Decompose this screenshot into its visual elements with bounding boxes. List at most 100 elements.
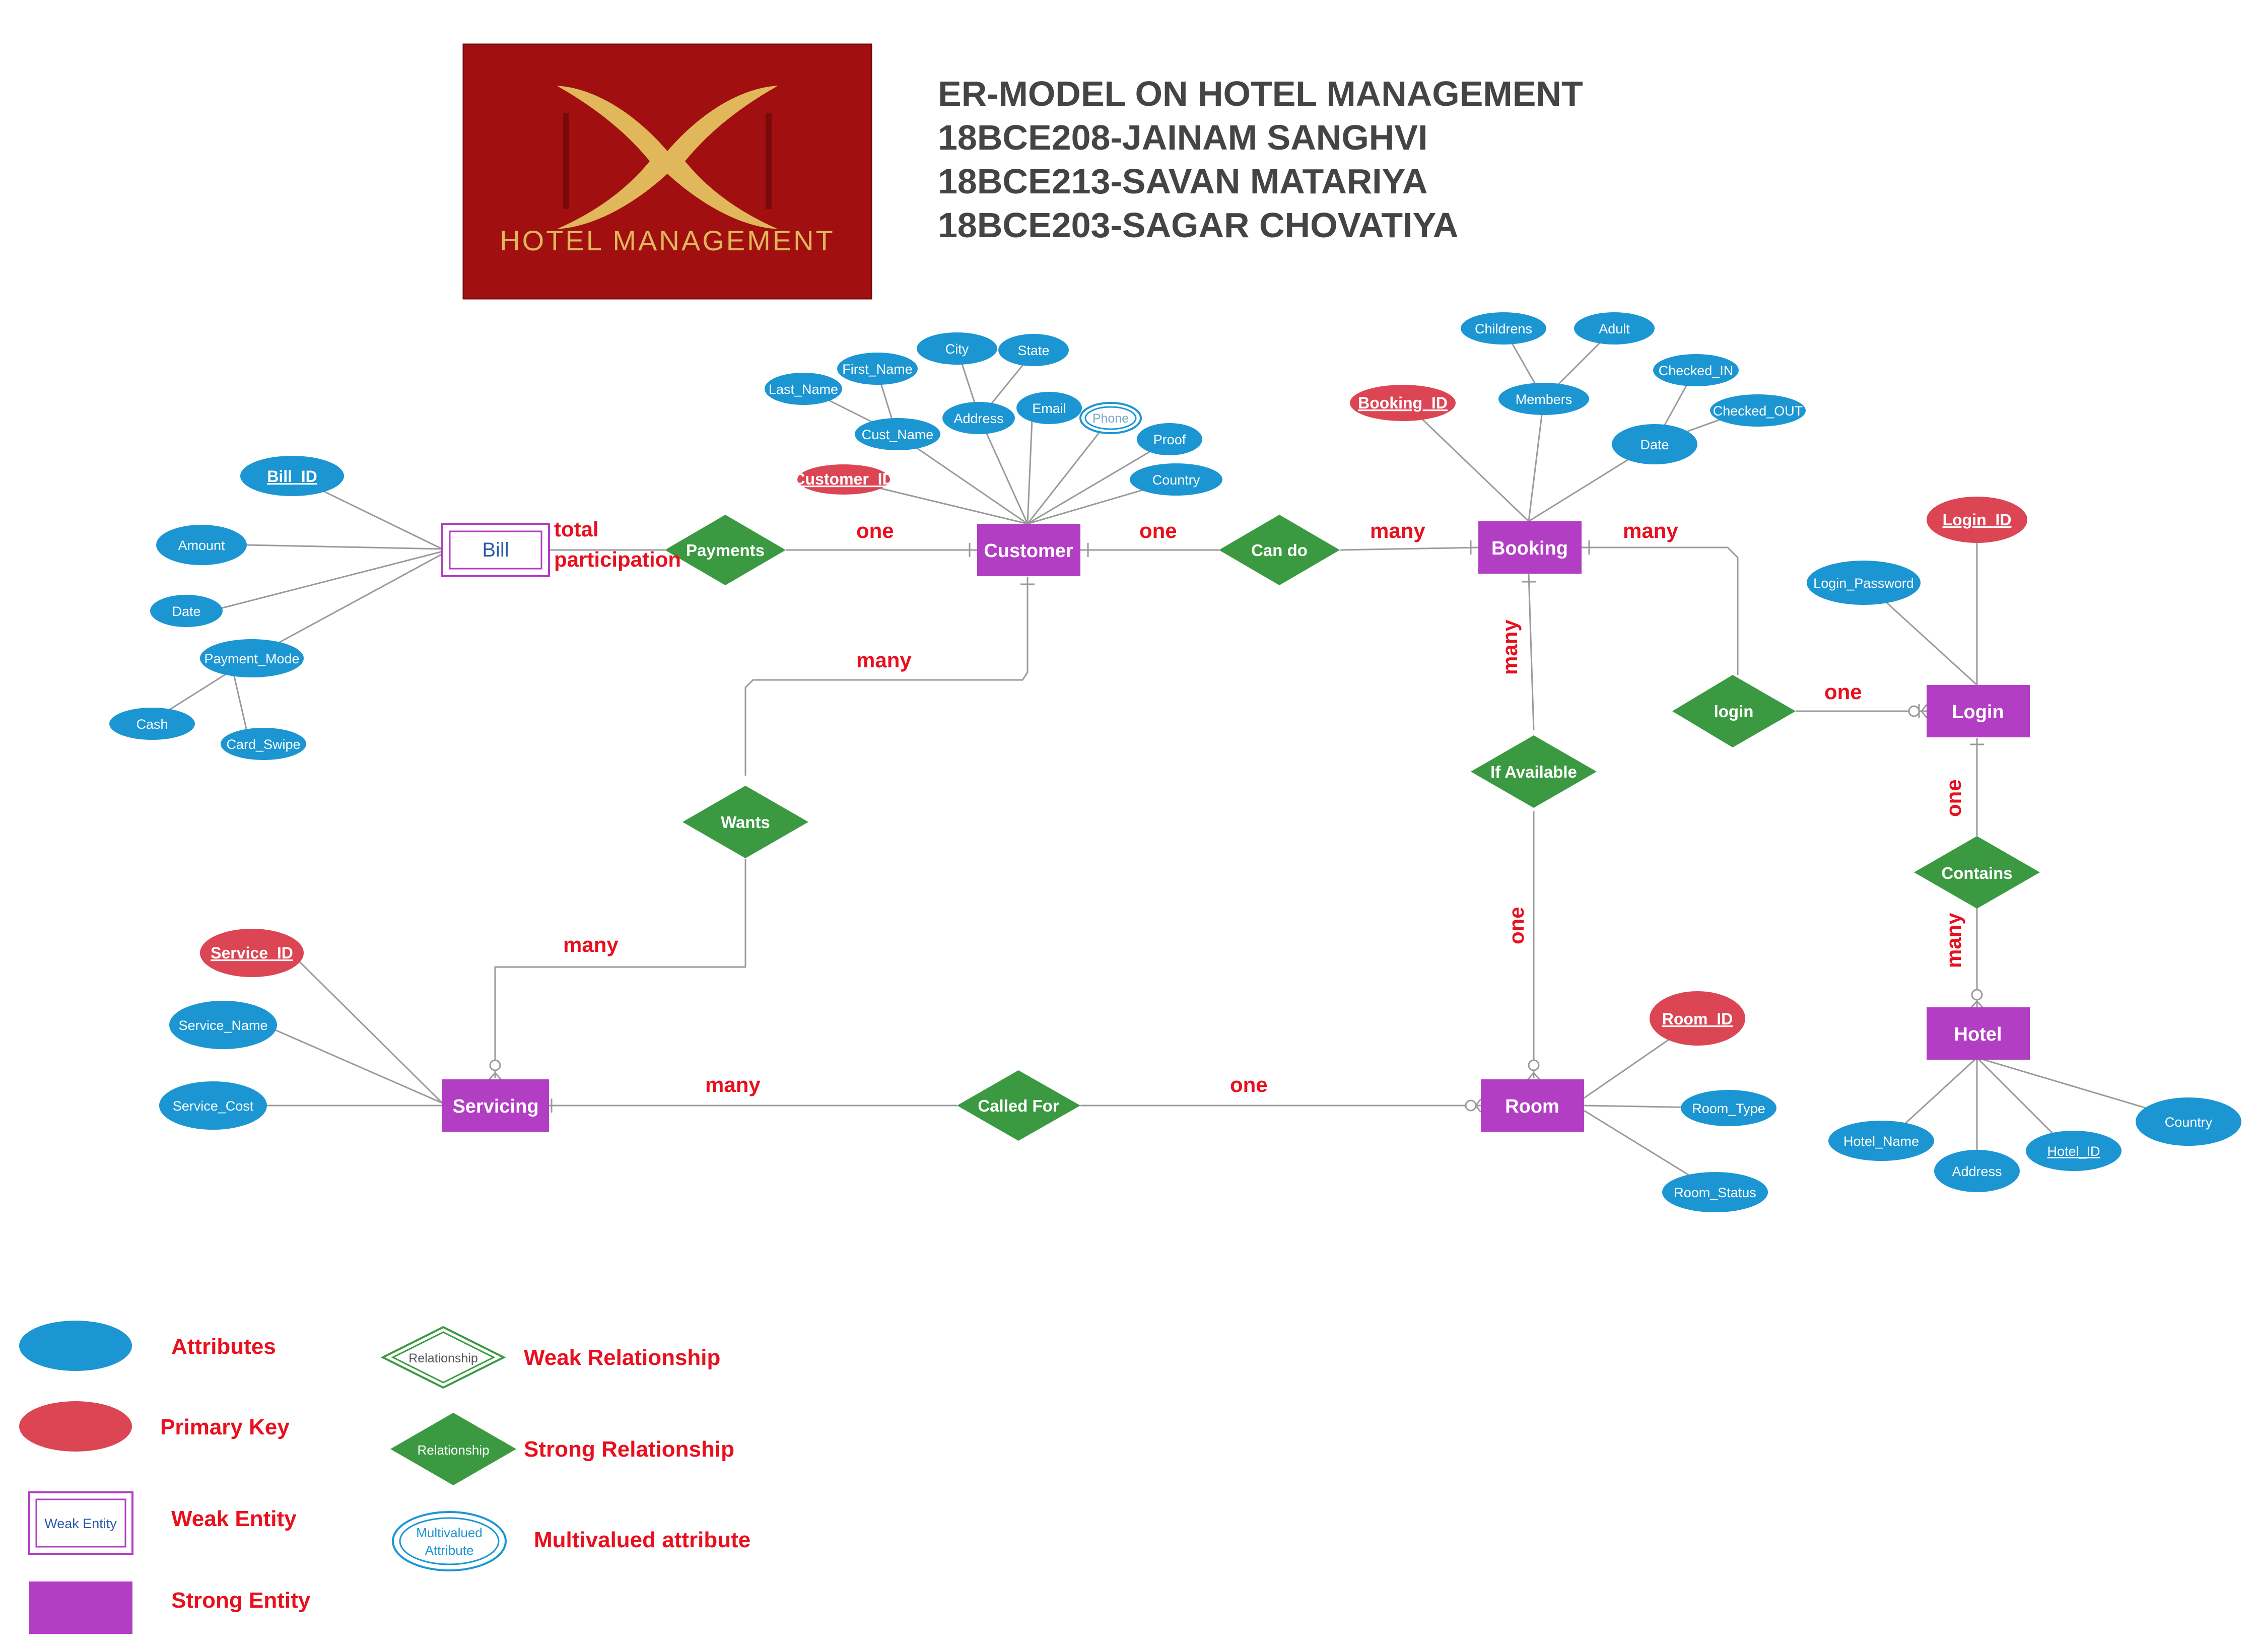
attribute-card-swipe[interactable]: Card_Swipe bbox=[221, 728, 306, 760]
svg-text:Date: Date bbox=[1640, 437, 1669, 452]
attribute-hotel-address[interactable]: Address bbox=[1934, 1150, 2020, 1192]
svg-text:Email: Email bbox=[1032, 401, 1066, 416]
entity-login-label: Login bbox=[1952, 702, 2004, 723]
svg-text:Relationship: Relationship bbox=[417, 1442, 489, 1458]
attribute-room-type[interactable]: Room_Type bbox=[1681, 1090, 1776, 1126]
attribute-address[interactable]: Address bbox=[942, 402, 1015, 434]
svg-text:Primary Key: Primary Key bbox=[160, 1415, 290, 1439]
svg-text:Multivalued: Multivalued bbox=[416, 1525, 483, 1540]
attribute-adult[interactable]: Adult bbox=[1574, 312, 1655, 345]
relationship-payments-label: Payments bbox=[686, 541, 765, 560]
attribute-proof[interactable]: Proof bbox=[1137, 423, 1202, 455]
svg-text:Hotel_ID: Hotel_ID bbox=[2047, 1144, 2100, 1159]
card-login-contains: one bbox=[1942, 779, 1965, 817]
svg-text:Address: Address bbox=[953, 411, 1003, 426]
card-login-login: one bbox=[1824, 680, 1862, 704]
attribute-login-password[interactable]: Login_Password bbox=[1807, 561, 1921, 605]
attribute-bill-date[interactable]: Date bbox=[150, 595, 223, 627]
card-ifavail-room: one bbox=[1504, 907, 1528, 944]
legend-weak-entity: Weak Entity Weak Entity bbox=[28, 1491, 297, 1555]
svg-text:Service_ID: Service_ID bbox=[211, 944, 293, 962]
card-booking-login: many bbox=[1623, 519, 1678, 542]
svg-text:Attributes: Attributes bbox=[171, 1334, 276, 1359]
attribute-childrens[interactable]: Childrens bbox=[1461, 312, 1546, 345]
relationship-called-for-label: Called For bbox=[978, 1096, 1059, 1115]
svg-text:Date: Date bbox=[172, 604, 200, 619]
svg-text:Multivalued attribute: Multivalued attribute bbox=[534, 1528, 750, 1552]
attribute-service-cost[interactable]: Service_Cost bbox=[159, 1081, 267, 1130]
attribute-email[interactable]: Email bbox=[1016, 392, 1082, 424]
svg-text:Payment_Mode: Payment_Mode bbox=[204, 651, 299, 666]
attribute-bill-id[interactable]: Bill_ID bbox=[240, 456, 344, 496]
svg-text:Phone: Phone bbox=[1092, 411, 1129, 426]
svg-text:Weak Entity: Weak Entity bbox=[44, 1516, 117, 1531]
legend-strong-relationship: Relationship Strong Relationship bbox=[390, 1413, 734, 1485]
card-payments-customer: one bbox=[856, 519, 894, 542]
svg-text:Room_Status: Room_Status bbox=[1674, 1185, 1756, 1200]
logo-emblem-icon bbox=[557, 86, 778, 229]
legend-attributes: Attributes bbox=[19, 1321, 276, 1371]
attribute-first-name[interactable]: First_Name bbox=[837, 353, 918, 385]
svg-text:Service_Cost: Service_Cost bbox=[173, 1098, 254, 1114]
relationship-if-available-label: If Available bbox=[1490, 763, 1577, 781]
relationship-payments[interactable]: Payments bbox=[665, 515, 786, 585]
attribute-city[interactable]: City bbox=[917, 332, 997, 365]
card-contains-hotel: many bbox=[1942, 913, 1965, 968]
relationship-wants[interactable]: Wants bbox=[682, 786, 808, 858]
author-line-1: 18BCE208-JAINAM SANGHVI bbox=[938, 118, 1427, 157]
legend-weak-relationship: Relationship Weak Relationship bbox=[380, 1326, 720, 1389]
relationship-can-do[interactable]: Can do bbox=[1219, 515, 1340, 585]
svg-text:Adult: Adult bbox=[1599, 321, 1630, 336]
attribute-connectors bbox=[151, 327, 2189, 1192]
attribute-checked-out[interactable]: Checked_OUT bbox=[1710, 394, 1806, 427]
entity-login[interactable]: Login bbox=[1927, 685, 2030, 737]
attribute-booking-date[interactable]: Date bbox=[1612, 424, 1697, 464]
relationship-wants-label: Wants bbox=[721, 813, 770, 832]
attribute-room-status[interactable]: Room_Status bbox=[1662, 1172, 1768, 1212]
attribute-hotel-country[interactable]: Country bbox=[2136, 1097, 2241, 1146]
attribute-phone-multivalued[interactable]: Phone bbox=[1079, 402, 1142, 434]
entity-booking[interactable]: Booking bbox=[1478, 521, 1582, 574]
entity-servicing-label: Servicing bbox=[452, 1096, 538, 1117]
attribute-booking-id[interactable]: Booking_ID bbox=[1350, 385, 1456, 421]
svg-text:Address: Address bbox=[1952, 1164, 2002, 1179]
entity-bill[interactable]: Bill bbox=[441, 523, 550, 577]
attribute-room-id[interactable]: Room_ID bbox=[1650, 991, 1745, 1046]
svg-text:Members: Members bbox=[1516, 392, 1572, 407]
attribute-login-id[interactable]: Login_ID bbox=[1927, 497, 2027, 543]
svg-text:First_Name: First_Name bbox=[842, 362, 913, 377]
attribute-checked-in[interactable]: Checked_IN bbox=[1653, 354, 1739, 386]
svg-text:Login_Password: Login_Password bbox=[1813, 576, 1914, 591]
svg-text:Room_ID: Room_ID bbox=[1662, 1010, 1733, 1028]
attribute-last-name[interactable]: Last_Name bbox=[765, 373, 842, 405]
attribute-members[interactable]: Members bbox=[1498, 383, 1589, 415]
attribute-service-id[interactable]: Service_ID bbox=[200, 929, 304, 977]
relationship-contains[interactable]: Contains bbox=[1914, 836, 2040, 909]
attribute-amount[interactable]: Amount bbox=[156, 525, 247, 565]
attribute-payment-mode[interactable]: Payment_Mode bbox=[200, 639, 304, 677]
svg-text:Customer_ID: Customer_ID bbox=[793, 470, 894, 488]
attribute-customer-country[interactable]: Country bbox=[1130, 463, 1222, 496]
entity-hotel[interactable]: Hotel bbox=[1927, 1007, 2030, 1060]
attribute-service-name[interactable]: Service_Name bbox=[169, 1001, 277, 1049]
entity-room[interactable]: Room bbox=[1481, 1079, 1584, 1132]
attribute-state[interactable]: State bbox=[998, 334, 1069, 366]
card-booking-ifavail: many bbox=[1498, 620, 1522, 675]
legend-strong-entity: Strong Entity bbox=[29, 1581, 311, 1634]
svg-text:Login_ID: Login_ID bbox=[1943, 511, 2012, 529]
relationship-if-available[interactable]: If Available bbox=[1471, 735, 1597, 808]
attribute-hotel-id[interactable]: Hotel_ID bbox=[2026, 1131, 2122, 1171]
entity-servicing[interactable]: Servicing bbox=[442, 1079, 549, 1132]
entity-customer[interactable]: Customer bbox=[977, 524, 1080, 576]
relationship-called-for[interactable]: Called For bbox=[957, 1070, 1080, 1141]
attribute-cash[interactable]: Cash bbox=[109, 708, 195, 740]
attribute-customer-id[interactable]: Customer_ID bbox=[793, 464, 894, 495]
relationship-login-label: login bbox=[1714, 702, 1754, 721]
diagram-title: ER-MODEL ON HOTEL MANAGEMENT bbox=[938, 74, 1583, 113]
relationship-login[interactable]: login bbox=[1672, 675, 1796, 747]
card-bill-participation: participation bbox=[554, 547, 681, 571]
svg-text:Cust_Name: Cust_Name bbox=[862, 427, 934, 442]
attribute-hotel-name[interactable]: Hotel_Name bbox=[1828, 1121, 1934, 1161]
attribute-cust-name[interactable]: Cust_Name bbox=[855, 418, 940, 450]
legend-multivalued: Multivalued Attribute Multivalued attrib… bbox=[392, 1511, 750, 1571]
